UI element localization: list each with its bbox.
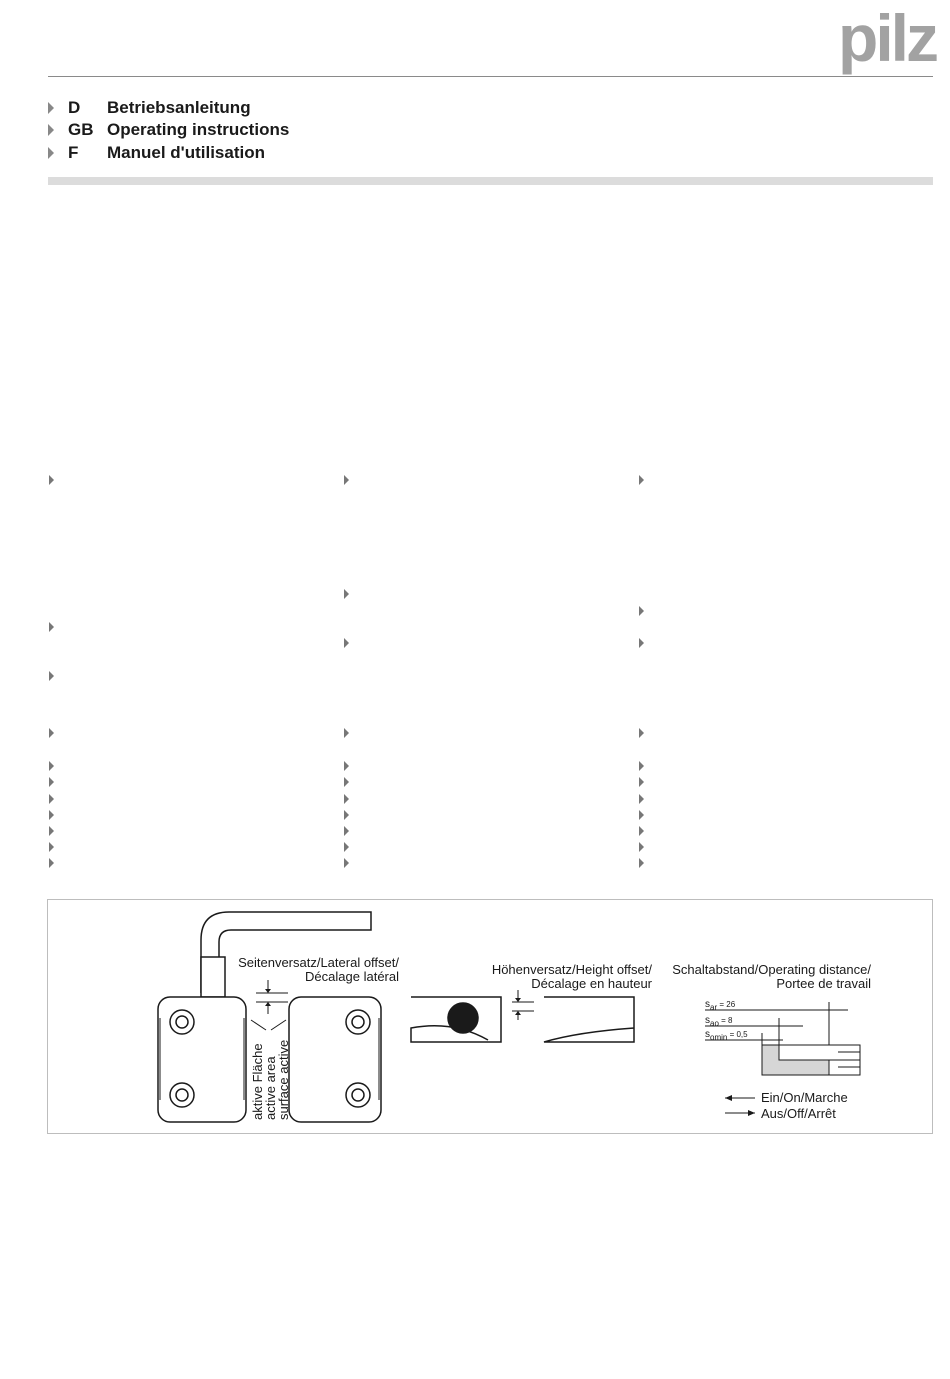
height-offset-marker: [512, 990, 534, 1020]
language-title: Betriebsanleitung: [107, 98, 251, 117]
bullet-icon: [639, 858, 644, 868]
bullet-icon: [344, 728, 349, 738]
bullet-icon: [344, 842, 349, 852]
operating-distance-label-line2: Portee de travail: [776, 976, 871, 991]
bullet-icon: [639, 638, 644, 648]
language-title: Operating instructions: [107, 120, 290, 139]
bullet-icon: [344, 638, 349, 648]
lateral-offset-marker: [256, 980, 288, 1014]
bullet-icon: [344, 475, 349, 485]
bullet-icon: [639, 761, 644, 771]
mounting-hole: [169, 1082, 195, 1108]
bullet-icon: [639, 810, 644, 820]
operating-distance-label-line1: Schaltabstand/Operating distance/: [672, 962, 871, 977]
bullet-icon: [49, 728, 54, 738]
height-offset-label-line1: Höhenversatz/Height offset/: [492, 962, 653, 977]
language-title: Manuel d'utilisation: [107, 143, 265, 162]
bullet-icon: [639, 728, 644, 738]
legend-on-label: Ein/On/Marche: [761, 1090, 848, 1105]
legend-off-label: Aus/Off/Arrêt: [761, 1106, 836, 1121]
bullet-icon: [344, 826, 349, 836]
language-code: GB: [68, 120, 94, 139]
bullet-icon: [639, 777, 644, 787]
header-divider: [48, 76, 933, 77]
triangle-bullet-icon: [48, 147, 54, 159]
bullet-icon: [49, 826, 54, 836]
bullet-icon: [639, 475, 644, 485]
lateral-offset-label-line2: Décalage latéral: [305, 969, 399, 984]
bullet-icon: [639, 606, 644, 616]
pilz-logo: pilz: [838, 1, 939, 75]
bullet-icon: [639, 826, 644, 836]
triangle-bullet-icon: [48, 102, 54, 114]
mounting-hole: [169, 1009, 195, 1035]
bullet-icon: [49, 810, 54, 820]
technical-drawing-box: Seitenversatz/Lateral offset/ Décalage l…: [47, 899, 933, 1134]
bullet-icon: [49, 858, 54, 868]
sao-label: sao = 8: [705, 1015, 733, 1028]
lateral-offset-label-line1: Seitenversatz/Lateral offset/: [238, 955, 399, 970]
bullet-icon: [49, 622, 54, 632]
bullet-icon: [344, 794, 349, 804]
triangle-bullet-icon: [48, 124, 54, 136]
bullet-icon: [49, 777, 54, 787]
bullet-icon: [49, 794, 54, 804]
sensor-marker-dot: [447, 1002, 479, 1034]
language-item-f[interactable]: F Manuel d'utilisation: [48, 142, 265, 164]
language-code: D: [68, 98, 81, 117]
mounting-hole: [345, 1082, 371, 1108]
section-divider: [48, 177, 933, 185]
bullet-icon: [639, 842, 644, 852]
sar-label: sar = 26: [705, 999, 736, 1012]
operating-distance-diagram: [705, 1002, 861, 1076]
bullet-icon: [344, 858, 349, 868]
height-offset-label-line2: Décalage en hauteur: [531, 976, 652, 991]
bullet-icon: [344, 777, 349, 787]
bullet-icon: [49, 842, 54, 852]
bullet-icon: [344, 810, 349, 820]
active-area-label-en: active area: [263, 1056, 278, 1120]
cable-sleeve: [200, 956, 226, 998]
active-area-label-de: aktive Fläche: [250, 1043, 265, 1120]
sensor-cable: [200, 911, 372, 993]
height-offset-actuator-view: [543, 996, 635, 1043]
active-area-label-fr: surface active: [276, 1040, 291, 1120]
bullet-icon: [49, 671, 54, 681]
somin-label: somin = 0,5: [705, 1029, 748, 1042]
language-item-de[interactable]: D Betriebsanleitung: [48, 97, 251, 119]
mounting-hole: [345, 1009, 371, 1035]
bullet-icon: [344, 761, 349, 771]
bullet-icon: [49, 475, 54, 485]
bullet-icon: [639, 794, 644, 804]
language-item-gb[interactable]: GB Operating instructions: [48, 119, 289, 141]
technical-drawing: Seitenversatz/Lateral offset/ Décalage l…: [157, 911, 871, 1123]
bullet-icon: [344, 589, 349, 599]
language-code: F: [68, 143, 79, 162]
bullet-icon: [49, 761, 54, 771]
